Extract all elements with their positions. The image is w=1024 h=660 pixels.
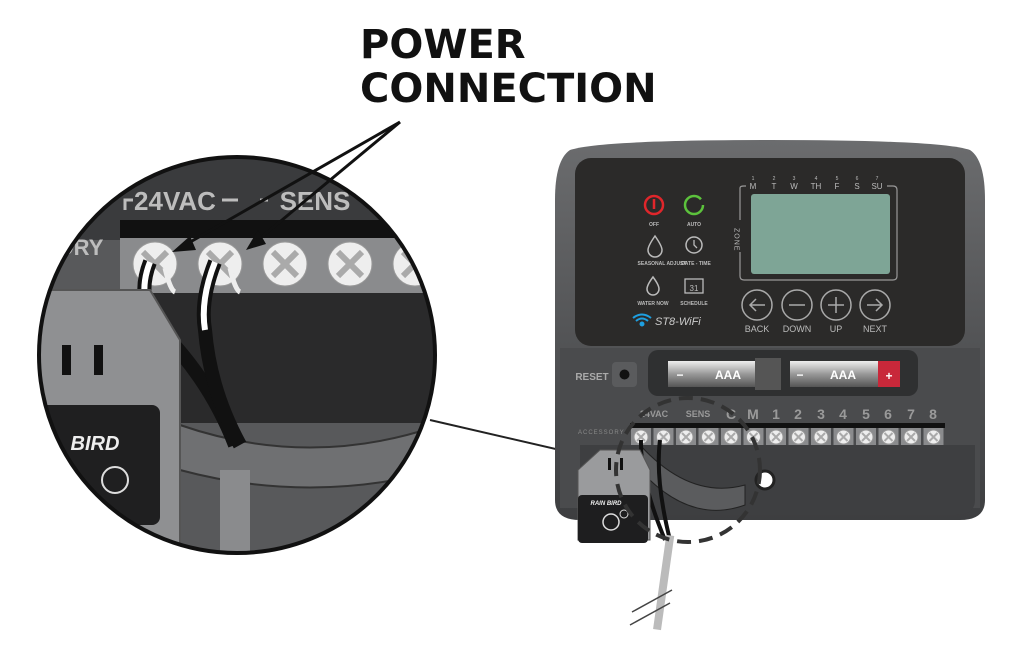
schedule-button[interactable] [684,278,704,294]
battery-plus: + [885,369,892,383]
seasonal-adjust-label: SEASONAL ADJUST [638,261,687,267]
screw-slot [838,432,849,442]
terminal-label: 8 [929,406,937,422]
screw-slot [883,432,894,442]
water-now-button[interactable] [646,275,660,296]
terminal-label: M [747,406,759,422]
seasonal-adjust-button[interactable] [647,234,663,258]
terminal-sens-label: SENS [686,409,711,419]
terminal-label: 1 [772,406,780,422]
day-label: M [750,182,757,191]
day-label: TH [811,182,822,191]
date-time-label: DATE - TIME [681,261,711,267]
screw-slot [703,432,714,442]
zoom-view: 24VAC SENS ORY BIRD [39,157,435,553]
back-button[interactable] [741,289,773,321]
terminal-screws [631,428,944,446]
next-button[interactable] [859,289,891,321]
terminal-label: 5 [862,406,870,422]
battery-minus: − [796,368,803,382]
water-now-label: WATER NOW [637,301,669,307]
reset-label: RESET [575,372,608,383]
battery-label: AAA [830,368,856,382]
zoom-label-24vac: 24VAC [134,186,216,216]
terminal-label: 3 [817,406,825,422]
day-label: SU [871,182,882,191]
zoom-indicator-circle [614,396,762,544]
day-label: W [790,182,798,191]
battery-label: AAA [715,368,741,382]
terminal-label: 7 [907,406,915,422]
down-label: DOWN [783,324,812,334]
screw-slot [726,432,736,442]
screw-slot [793,432,804,442]
zoom-brand-logo: BIRD [71,433,120,455]
day-number: 5 [836,176,839,182]
model-name: ST8-WiFi [655,316,701,328]
off-label: OFF [649,222,659,228]
day-number: 3 [793,176,796,182]
day-label: F [835,182,840,191]
terminal-24vac-label: 24VAC [640,409,669,419]
screw-slot [681,432,691,442]
down-button[interactable] [781,289,813,321]
module-brand-logo: RAIN BIRD [591,501,623,507]
title-line2: CONNECTION [360,66,657,112]
screw-slot [861,432,871,442]
off-button[interactable] [643,194,665,216]
day-number: 1 [752,176,755,182]
screw-slot [928,432,939,442]
screw-slot [816,432,826,442]
terminal-label: 2 [794,406,802,422]
lcd-display [751,194,890,274]
title-line1: POWER [360,22,526,68]
day-number: 2 [773,176,776,182]
terminal-label: 4 [839,406,847,422]
accessory-label: ACCESSORY [578,430,625,436]
terminal-label: 6 [884,406,892,422]
day-number: 4 [815,176,818,182]
day-label: T [772,182,777,191]
pointer-arrows [172,120,401,252]
day-number: 7 [876,176,879,182]
auto-label: AUTO [687,222,701,228]
screw-slot [658,432,669,442]
controller: OFF AUTO SEASONAL ADJUST DATE - TIME 31 … [555,140,985,631]
up-label: UP [830,324,843,334]
day-number: 6 [856,176,859,182]
up-button[interactable] [820,289,852,321]
screw-slot [636,432,646,442]
day-label: S [854,182,859,191]
wifi-icon [632,313,652,327]
battery-minus: − [676,368,683,382]
auto-button[interactable] [683,194,705,216]
screw-slot [906,432,916,442]
screw-slot [771,432,781,442]
date-time-button[interactable] [685,236,703,254]
schedule-label: SCHEDULE [680,301,708,307]
zone-label: ZONE [733,228,740,251]
schedule-calendar-day: 31 [690,284,699,293]
next-label: NEXT [863,324,888,334]
back-label: BACK [745,324,770,334]
